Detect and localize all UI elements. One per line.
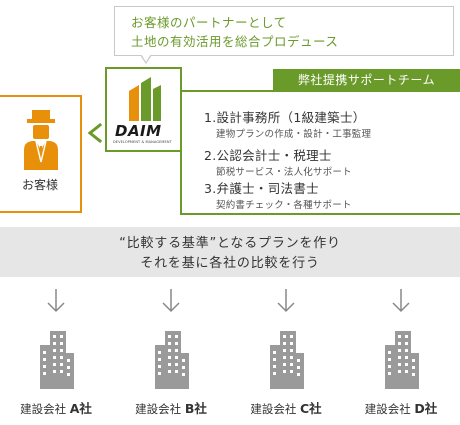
daim-logo-mark-icon: [129, 77, 161, 121]
member-2-title: 2.公認会計士・税理士: [204, 148, 332, 163]
member-1-sub: 建物プランの作成・設計・工事監理: [216, 129, 372, 140]
daim-logo: DAIM DEVELOPMENT & MANAGEMENT: [105, 67, 182, 152]
company-prefix: 建設会社: [364, 402, 415, 416]
bubble-line-1: お客様のパートナーとして: [131, 15, 287, 30]
speech-bubble: お客様のパートナーとして 土地の有効活用を総合プロデュース: [114, 6, 454, 56]
company-letter: D社: [414, 401, 438, 416]
logo-subtitle: DEVELOPMENT & MANAGEMENT: [113, 140, 172, 144]
support-team-box: [180, 90, 460, 215]
member-2-sub: 節税サービス・法人化サポート: [216, 167, 352, 178]
company-letter: B社: [184, 401, 207, 416]
building-icon: [40, 331, 74, 389]
logo-name: DAIM: [115, 122, 162, 140]
company-label-b: 建設会社 B社: [121, 398, 221, 417]
summary-band: [0, 227, 460, 277]
member-3-sub: 契約書チェック・各種サポート: [216, 200, 352, 211]
bubble-tail-inner: [141, 54, 151, 62]
company-prefix: 建設会社: [250, 402, 300, 416]
bubble-text: お客様のパートナーとして 土地の有効活用を総合プロデュース: [131, 13, 338, 51]
customer-label: お客様: [21, 178, 58, 192]
building-icon: [385, 331, 419, 389]
company-label-a: 建設会社 A社: [6, 398, 106, 417]
company-letter: C社: [299, 401, 322, 416]
company-label-c: 建設会社 C社: [236, 398, 336, 417]
band-line-1: “比較する基準”となるプランを作り: [119, 236, 341, 251]
building-icon: [270, 331, 304, 389]
team-header: 弊社提携サポートチーム: [273, 69, 460, 92]
bubble-line-2: 土地の有効活用を総合プロデュース: [131, 34, 339, 49]
company-prefix: 建設会社: [20, 402, 70, 416]
company-prefix: 建設会社: [135, 402, 185, 416]
company-letter: A社: [69, 401, 92, 416]
arrow-down-icon: [277, 289, 295, 313]
arrow-down-icon: [392, 289, 410, 313]
arrow-left-icon: [87, 123, 103, 143]
company-label-d: 建設会社 D社: [351, 398, 451, 417]
arrow-down-icon: [162, 289, 180, 313]
member-3-title: 3.弁護士・司法書士: [204, 181, 319, 196]
arrow-down-icon: [47, 289, 65, 313]
person-in-suit-icon: [24, 110, 58, 170]
band-line-2: それを基に各社の比較を行う: [140, 256, 320, 271]
member-1-title: 1.設計事務所（1級建築士）: [204, 110, 366, 125]
building-icon: [155, 331, 189, 389]
